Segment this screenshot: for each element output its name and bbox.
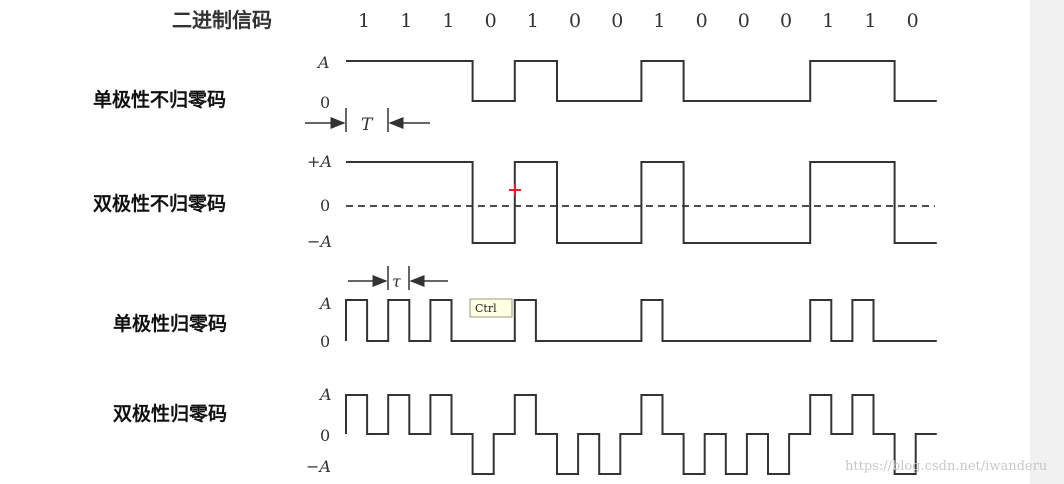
bit-value: 0 — [611, 10, 623, 32]
bit-value: 0 — [696, 10, 708, 32]
level-label-minus-a: −A — [306, 457, 331, 476]
level-label-0: 0 — [320, 196, 330, 215]
bit-value: 1 — [527, 10, 539, 32]
period-indicator-t: T — [305, 108, 430, 135]
left-margin — [0, 0, 28, 484]
bit-value: 0 — [485, 10, 497, 32]
unipolar-rz-waveform — [345, 299, 937, 342]
row-title-unipolar-rz: 单极性归零码 — [113, 312, 227, 335]
bit-value: 0 — [738, 10, 750, 32]
row-title-bipolar-rz: 双极性归零码 — [113, 402, 227, 425]
row-title-unipolar-nrz: 单极性不归零码 — [93, 88, 226, 111]
right-scroll-strip — [1030, 0, 1064, 484]
level-label-a: A — [318, 294, 332, 313]
ctrl-key-tooltip: Ctrl — [469, 298, 513, 318]
red-crosshair-cursor — [509, 184, 521, 196]
level-label-0: 0 — [320, 426, 330, 445]
ctrl-tooltip-text: Ctrl — [475, 302, 497, 315]
bit-value: 1 — [358, 10, 370, 32]
bipolar-rz-waveform — [345, 394, 937, 475]
bit-value: 0 — [569, 10, 581, 32]
level-label-0: 0 — [320, 93, 330, 112]
binary-code-label: 二进制信码 — [172, 8, 272, 32]
level-label-plus-a: +A — [307, 152, 332, 171]
bit-value: 1 — [864, 10, 876, 32]
level-label-a: A — [318, 385, 332, 404]
level-label-minus-a: −A — [307, 232, 332, 251]
bit-value: 0 — [780, 10, 792, 32]
unipolar-nrz-waveform — [346, 60, 937, 102]
pulse-width-indicator-tau: τ — [348, 266, 448, 291]
level-label-0: 0 — [320, 332, 330, 351]
pulse-width-label-tau: τ — [392, 272, 402, 291]
bit-value: 1 — [653, 10, 665, 32]
bit-sequence: 1 1 1 0 1 0 0 1 0 0 0 1 1 0 — [358, 10, 919, 32]
bit-value: 1 — [400, 10, 412, 32]
level-label-a: A — [316, 53, 330, 72]
bit-value: 0 — [907, 10, 919, 32]
bit-value: 1 — [822, 10, 834, 32]
watermark-url: https://blog.csdn.net/iwanderu — [845, 459, 1047, 474]
bipolar-nrz-waveform — [346, 161, 937, 244]
row-title-bipolar-nrz: 双极性不归零码 — [93, 192, 226, 215]
bit-value: 1 — [442, 10, 454, 32]
period-label-t: T — [361, 115, 374, 135]
